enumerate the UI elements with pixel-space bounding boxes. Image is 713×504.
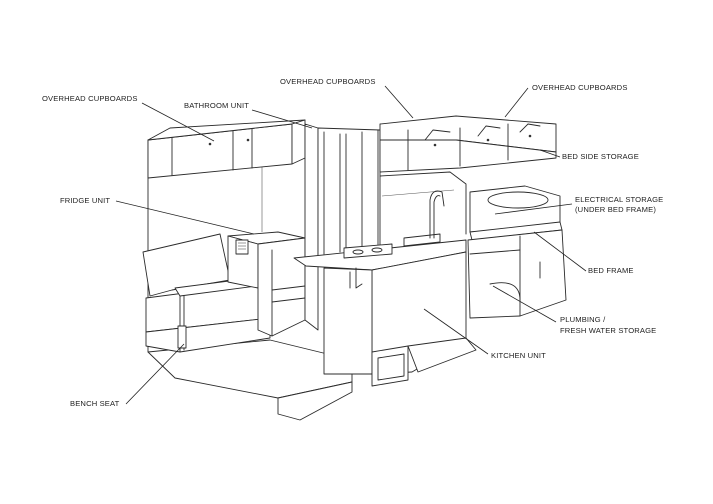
label-bathroom-unit: BATHROOM UNIT: [184, 101, 249, 110]
bed: [467, 185, 567, 319]
overhead-cupboards-left: [147, 119, 306, 179]
label-overhead-cupboards-right: OVERHEAD CUPBOARDS: [532, 83, 628, 92]
leader-overhead-center: [384, 85, 414, 119]
leader-bench: [125, 343, 185, 405]
side-window: [379, 171, 467, 235]
label-bench-seat: BENCH SEAT: [70, 399, 120, 408]
leader-bathroom: [251, 109, 313, 129]
leader-overhead-left: [141, 102, 215, 142]
leader-electrical: [494, 203, 573, 215]
bathroom-unit: [304, 123, 381, 331]
leader-fridge: [115, 200, 255, 235]
floor-step: [277, 381, 353, 421]
label-fresh-water-storage: FRESH WATER STORAGE: [560, 326, 656, 335]
leader-bed-frame: [533, 231, 587, 272]
leader-bedside: [539, 149, 561, 158]
leader-overhead-right: [504, 87, 529, 118]
label-plumbing: PLUMBING /: [560, 315, 606, 324]
label-overhead-cupboards-left: OVERHEAD CUPBOARDS: [42, 94, 138, 103]
label-overhead-cupboards-center: OVERHEAD CUPBOARDS: [280, 77, 376, 86]
label-electrical-storage-sub: (UNDER BED FRAME): [575, 205, 656, 214]
entry-step: [407, 337, 477, 373]
overhead-cupboards-right: [379, 115, 557, 173]
labels: OVERHEAD CUPBOARDS BATHROOM UNIT OVERHEA…: [42, 77, 663, 408]
label-kitchen-unit: KITCHEN UNIT: [491, 351, 546, 360]
leader-kitchen: [423, 308, 489, 355]
leader-plumbing: [492, 285, 557, 323]
leader-lines: [115, 85, 587, 405]
label-bed-frame: BED FRAME: [588, 266, 634, 275]
label-electrical-storage: ELECTRICAL STORAGE: [575, 195, 663, 204]
label-fridge-unit: FRIDGE UNIT: [60, 196, 110, 205]
label-bed-side-storage: BED SIDE STORAGE: [562, 152, 639, 161]
van-interior-drawing: [142, 115, 567, 421]
